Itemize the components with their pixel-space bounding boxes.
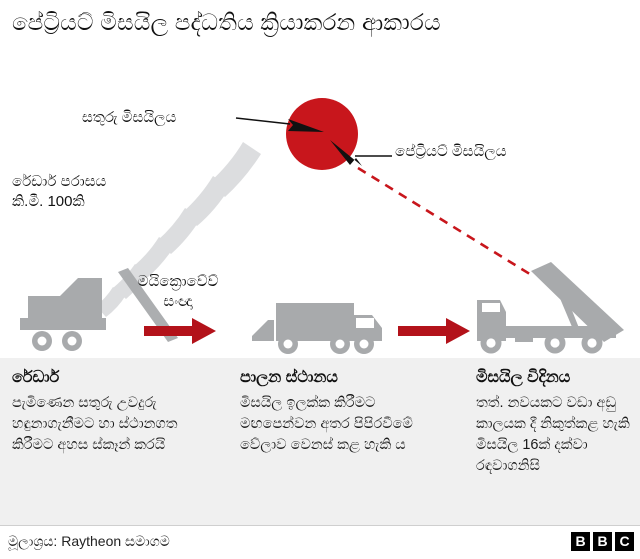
page-title: පේට්‍රියට් මිසයිල පද්ධතිය ක්‍රියාකරන ආකා… [12, 9, 441, 35]
missile-launcher-truck-icon [477, 262, 624, 354]
radar-range-line-1: රේඩාර් පරාසය [12, 173, 107, 190]
explanation-columns: රේඩාර් පැමිණෙන සතුරු උවදුරු හඳුනාගැනීමට … [0, 358, 640, 477]
column-radar-body: පැමිණෙන සතුරු උවදුරු හඳුනාගැනීමට හා ස්ථා… [12, 394, 178, 454]
red-flow-arrow-icon-1 [144, 318, 216, 344]
missile-trajectory-dashed-line-icon [357, 166, 534, 278]
explanation-panel: රේඩාර් පැමිණෙන සතුරු උවදුරු හඳුනාගැනීමට … [0, 358, 640, 525]
bbc-logo-letter-2: B [593, 532, 612, 551]
radar-truck-icon [20, 268, 178, 351]
control-station-truck-icon [252, 303, 382, 354]
column-control-station: පාලන ස්ථානය මිසයිල ඉලක්ක කිරීමට මඟපෙන්වන… [228, 368, 464, 477]
diagram-canvas [20, 98, 624, 354]
callout-enemy-missile: සතුරු මිසයිලය [82, 109, 177, 126]
red-flow-arrow-icon-2 [398, 318, 470, 344]
bbc-logo: B B C [571, 532, 634, 551]
column-radar-heading: රේඩාර් [12, 369, 60, 386]
source-credit: මූලාශ්‍රය: Raytheon සමාගම [8, 533, 170, 549]
callout-microwave-signal: මයික්‍රොවේව් සංඥා [118, 272, 238, 311]
footer: මූලාශ්‍රය: Raytheon සමාගම B B C [0, 525, 640, 559]
callout-patriot-missile: පේට්‍රියට් මිසයිලය [395, 143, 507, 160]
callout-radar-range: රේඩාර් පරාසය කි.මී. 100කි [12, 172, 212, 211]
microwave-line-2: සංඥා [163, 292, 193, 310]
column-control-station-body: මිසයිල ඉලක්ක කිරීමට මඟපෙන්වන අතර පිපිරවී… [240, 394, 413, 454]
radar-range-line-2: කි.මී. 100කි [12, 192, 85, 210]
column-control-station-heading: පාලන ස්ථානය [240, 369, 338, 386]
column-radar: රේඩාර් පැමිණෙන සතුරු උවදුරු හඳුනාගැනීමට … [0, 368, 228, 477]
enemy-missile-icon [235, 117, 324, 132]
column-missile-launcher-heading: මිසයිල විදිනය [476, 369, 571, 386]
column-missile-launcher-body: තත්. නවයකට වඩා අඩු කාලයක දී නිකුත්කළ හැක… [476, 394, 630, 475]
bbc-logo-letter-3: C [615, 532, 634, 551]
bbc-logo-letter-1: B [571, 532, 590, 551]
microwave-line-1: මයික්‍රොවේව් [137, 273, 219, 290]
patriot-missile-icon [330, 140, 392, 166]
column-missile-launcher: මිසයිල විදිනය තත්. නවයකට වඩා අඩු කාලයක ද… [464, 368, 640, 477]
